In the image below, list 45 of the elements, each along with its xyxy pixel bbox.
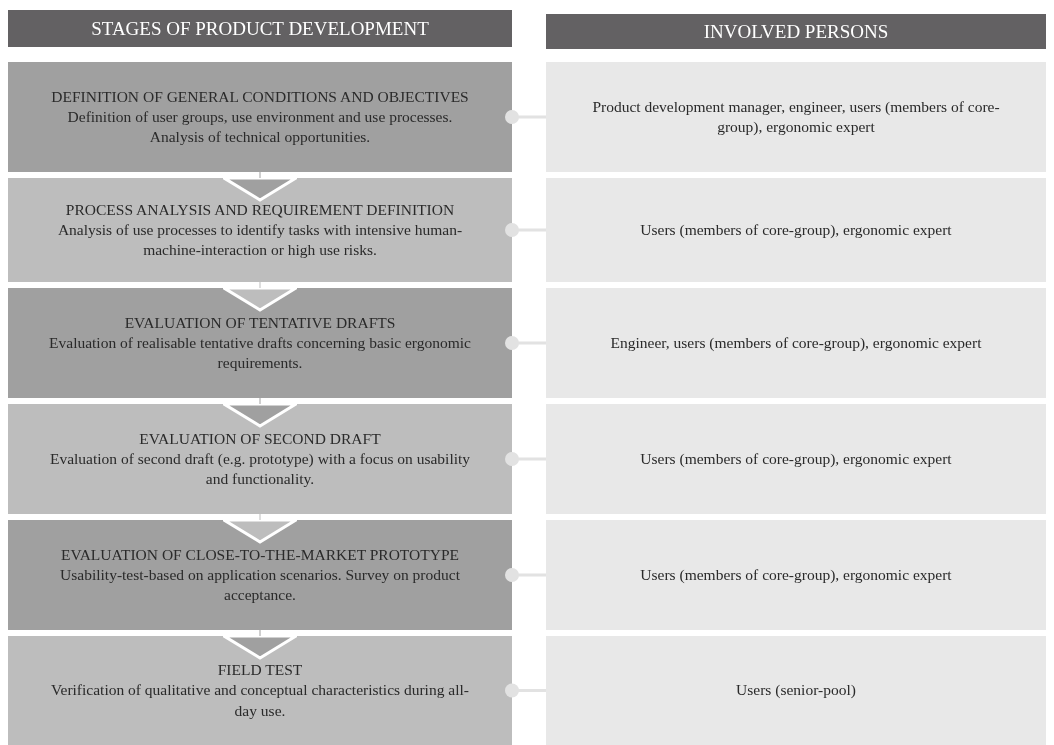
connector-line — [505, 452, 546, 466]
connector-line — [505, 568, 546, 582]
persons-text: Users (senior-pool) — [736, 680, 856, 701]
stage-box — [8, 404, 512, 514]
stage-description: Usability-test-based on application scenarios. Survey on product acceptance. — [59, 564, 461, 606]
connector-line — [505, 110, 546, 124]
chevron-arrow — [222, 629, 298, 660]
header-text: INVOLVED PERSONS — [703, 20, 889, 43]
persons-box — [546, 404, 1046, 514]
column-header — [546, 14, 1046, 49]
connector-line — [505, 683, 546, 698]
connector-line — [505, 336, 546, 350]
connector-line — [505, 223, 546, 237]
stage-title: FIELD TEST — [217, 660, 303, 681]
persons-text: Engineer, users (members of core-group), ergonomic expert — [610, 332, 982, 353]
stage-box — [8, 636, 512, 745]
stage-title: DEFINITION OF GENERAL CONDITIONS AND OBJECTIVES — [51, 86, 469, 107]
stage-description: Definition of user groups, use environment and use processes. Analysis of technical opportunities. — [66, 106, 454, 148]
stage-description: Evaluation of second draft (e.g. prototype) with a focus on usability and functionality. — [48, 448, 472, 490]
stage-box — [8, 62, 512, 172]
stage-title: PROCESS ANALYSIS AND REQUIREMENT DEFINITION — [65, 199, 455, 220]
stage-description: Evaluation of realisable tentative drafts concerning basic ergonomic requirements. — [48, 332, 472, 374]
persons-text: Product development manager, engineer, users (members of core-group), ergonomic expert — [591, 96, 1001, 137]
persons-box — [546, 178, 1046, 282]
chevron-arrow — [222, 513, 298, 544]
persons-box — [546, 636, 1046, 745]
chevron-arrow — [222, 397, 298, 428]
stage-box — [8, 520, 512, 630]
column-header — [8, 10, 512, 47]
persons-text: Users (members of core-group), ergonomic expert — [640, 448, 952, 469]
stage-box — [8, 178, 512, 282]
stage-title: EVALUATION OF TENTATIVE DRAFTS — [124, 312, 396, 333]
chevron-arrow — [222, 171, 298, 202]
header-text: STAGES OF PRODUCT DEVELOPMENT — [91, 17, 429, 40]
persons-box — [546, 62, 1046, 172]
stage-box — [8, 288, 512, 398]
stage-title: EVALUATION OF CLOSE-TO-THE-MARKET PROTOTYPE — [61, 544, 459, 565]
persons-box — [546, 520, 1046, 630]
stage-description: Analysis of use processes to identify tasks with intensive human-machine-interaction or high use risks. — [56, 219, 464, 261]
chevron-arrow — [222, 281, 298, 312]
persons-text: Users (members of core-group), ergonomic expert — [640, 219, 952, 240]
stage-title: EVALUATION OF SECOND DRAFT — [139, 428, 381, 449]
persons-text: Users (members of core-group), ergonomic expert — [640, 564, 952, 585]
persons-box — [546, 288, 1046, 398]
stage-description: Verification of qualitative and conceptual characteristics during all-day use. — [50, 680, 470, 721]
